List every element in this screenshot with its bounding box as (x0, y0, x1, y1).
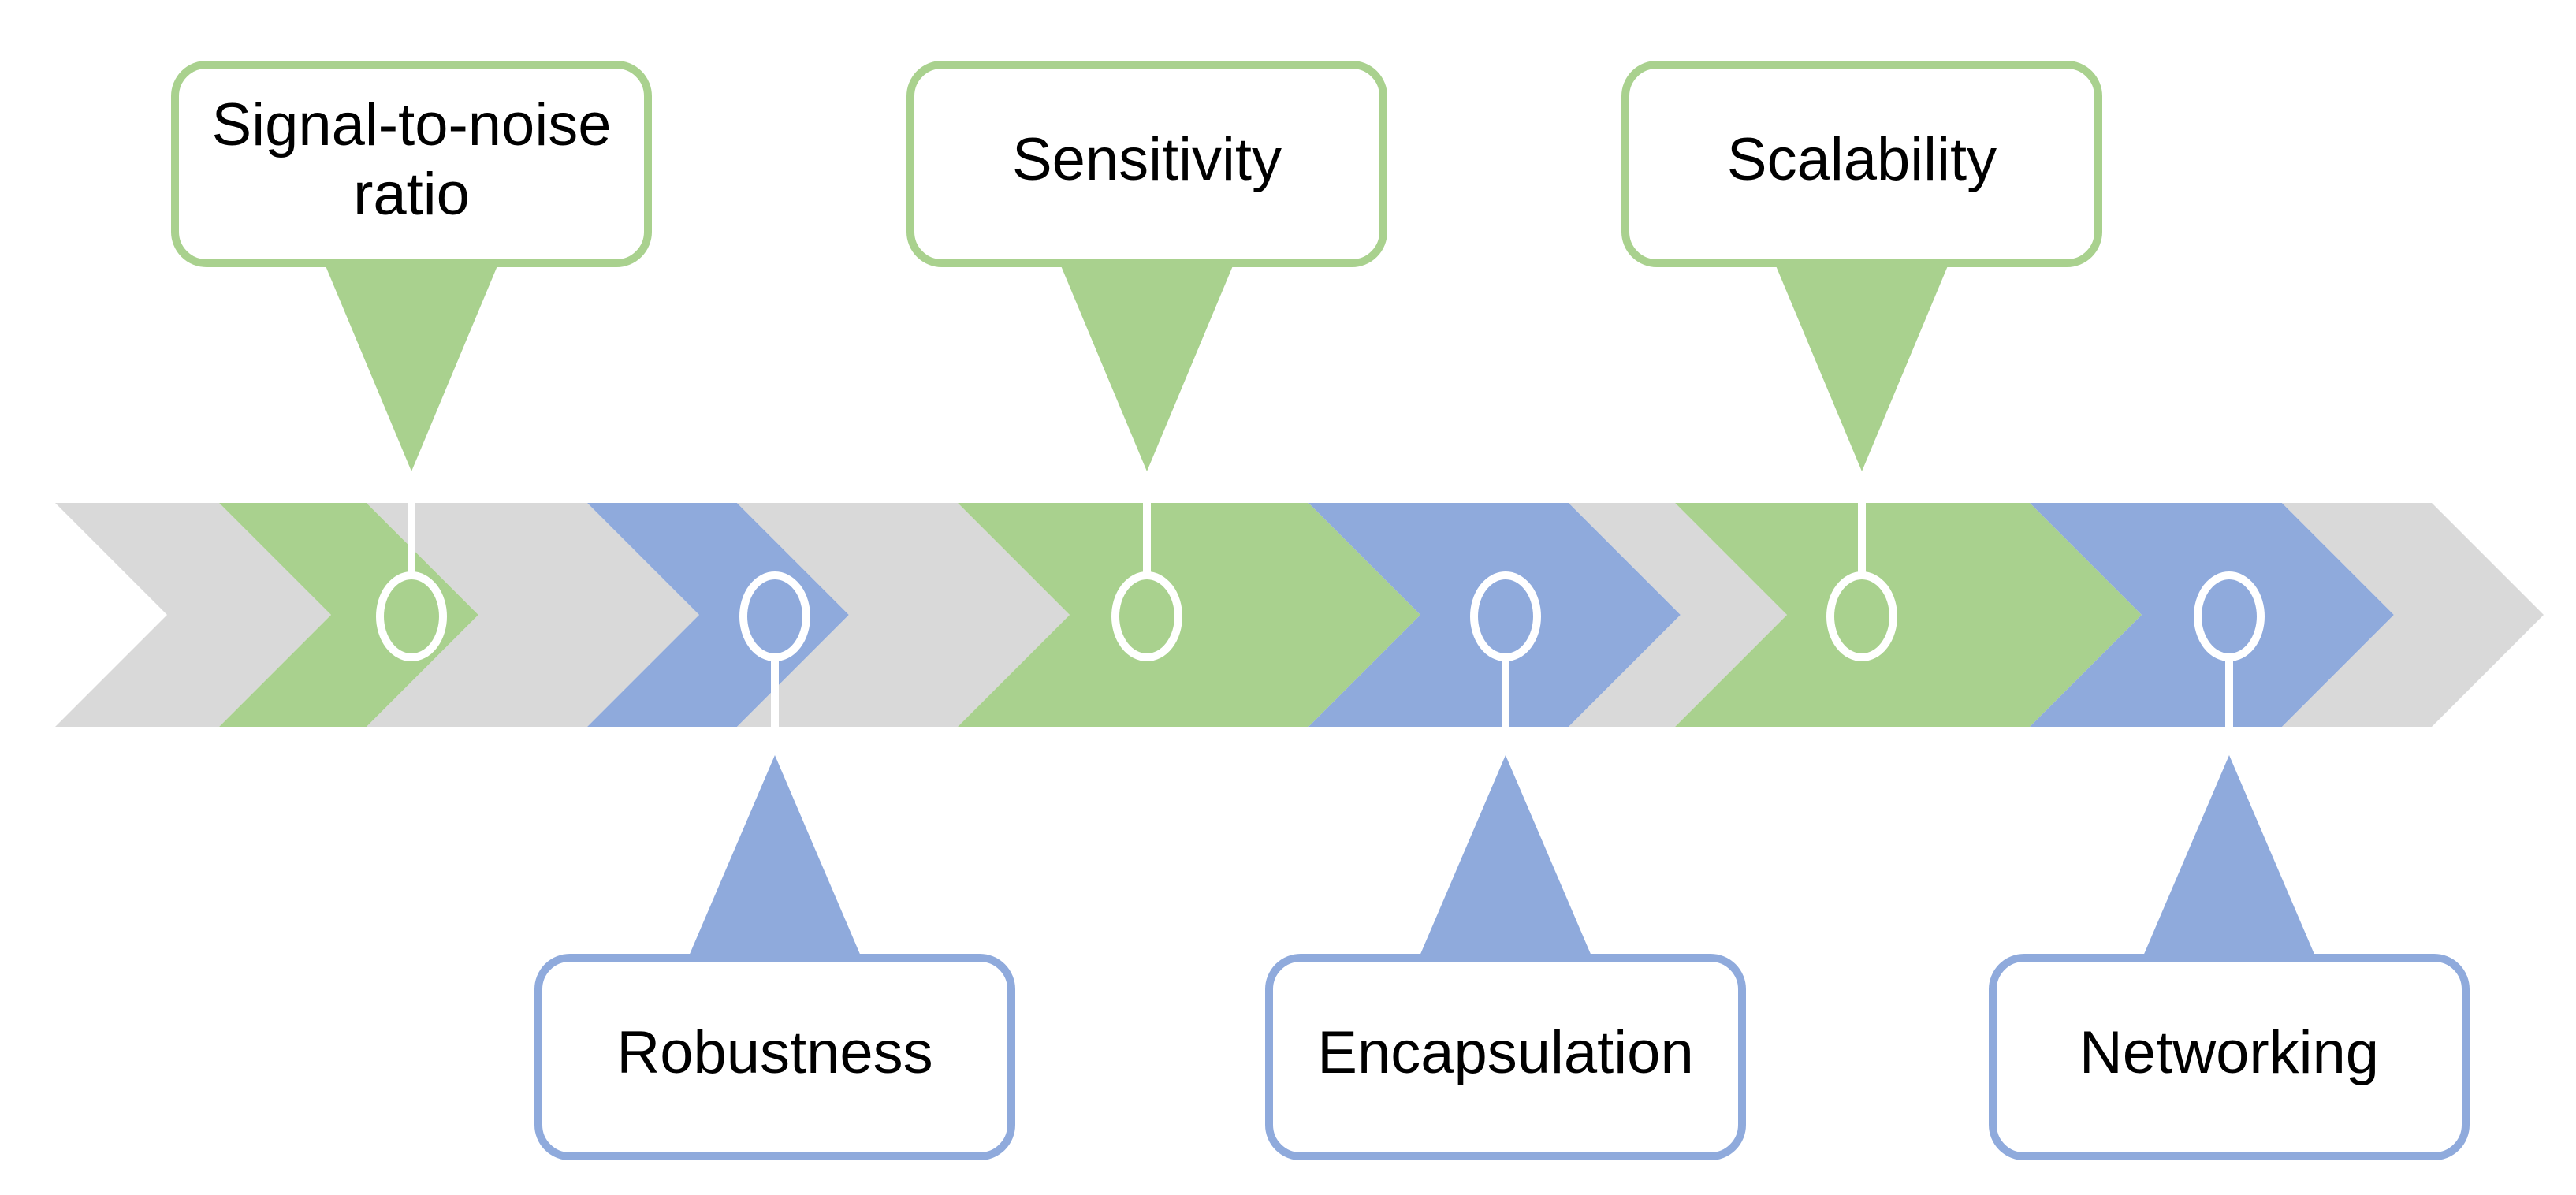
milestone-3: Sensitivity (906, 61, 1387, 661)
chevron-segment (958, 503, 1420, 727)
milestone-label: Encapsulation (1317, 1019, 1693, 1086)
callout-box (171, 61, 652, 267)
milestone-6: Networking (1989, 571, 2470, 1160)
milestone-label: Scalability (1727, 126, 1997, 193)
callout-box (534, 954, 1015, 1160)
callout-box (1989, 954, 2470, 1160)
milestone-label: Networking (2079, 1019, 2379, 1086)
milestone-4: Encapsulation (1265, 571, 1746, 1160)
milestone-label: ratio (353, 161, 470, 228)
milestone-marker (1111, 571, 1182, 661)
milestone-marker (739, 571, 810, 661)
chevron-segment (737, 503, 1070, 727)
milestone-marker (376, 571, 447, 661)
callout-pointer (1419, 755, 1592, 958)
callout-pointer (1060, 264, 1234, 471)
chevron-segment (587, 503, 849, 727)
milestone-marker (2194, 571, 2265, 661)
callout-pointer (688, 755, 862, 958)
timeline-band (55, 503, 2544, 727)
milestone-label: Robustness (616, 1019, 932, 1086)
chevron-segment (1675, 503, 2142, 727)
callout-box (1265, 954, 1746, 1160)
chevron-segment (1308, 503, 1681, 727)
milestone-marker (1826, 571, 1897, 661)
milestone-label: Signal-to-noise (212, 91, 612, 158)
chevron-segment (1569, 503, 1787, 727)
callout-pointer (1775, 264, 1949, 471)
milestone-5: Scalability (1621, 61, 2102, 661)
chevron-segment (2030, 503, 2394, 727)
chevron-segment (55, 503, 331, 727)
callout-pointer (325, 264, 498, 471)
chevron-segment (2282, 503, 2544, 727)
milestone-label: Sensitivity (1012, 126, 1282, 193)
milestone-marker (1470, 571, 1541, 661)
callout-pointer (2142, 755, 2316, 958)
milestone-2: Robustness (534, 571, 1015, 1160)
callout-box (906, 61, 1387, 267)
chevron-segment (367, 503, 699, 727)
callout-box (1621, 61, 2102, 267)
